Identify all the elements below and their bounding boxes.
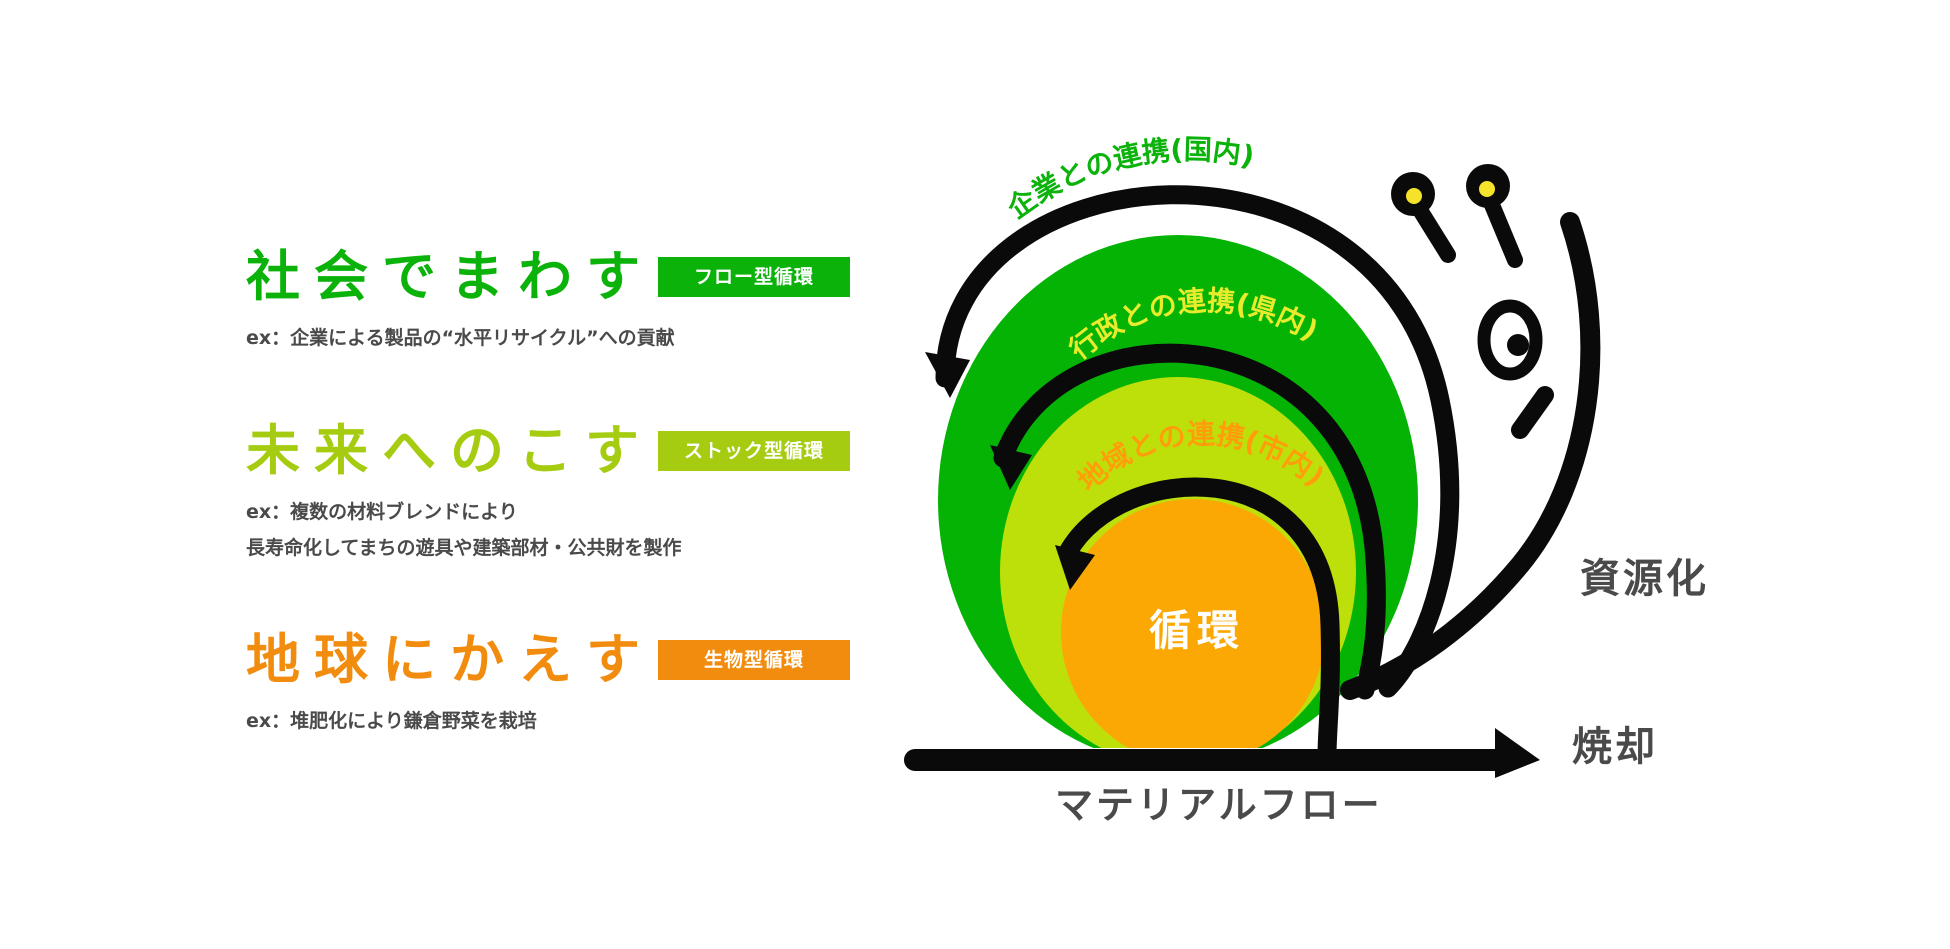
arrowhead-icon	[990, 445, 1032, 490]
material-flow-label: マテリアルフロー	[1055, 783, 1383, 827]
snail-pupil	[1507, 334, 1529, 356]
cycle-flow-tag: フロー型循環	[658, 257, 850, 297]
arrowhead-icon	[1495, 728, 1540, 778]
cycle-flow-title: 社会でまわす	[246, 245, 654, 308]
cycle-bio-title: 地球にかえす	[246, 628, 654, 691]
cycle-stock-tag: ストック型循環	[658, 431, 850, 471]
center-label: 循環	[1149, 606, 1245, 655]
inner-cycle-fill	[1061, 499, 1325, 765]
snail-eye-stalk-icon	[1482, 192, 1523, 268]
cycle-flow-example: ex：企業による製品の“水平リサイクル”への貢献	[246, 327, 675, 349]
snail-eye-stalk-dot	[1406, 188, 1422, 204]
inner-spiral-stroke	[1058, 477, 1340, 765]
cycle-stock-example-line-1: ex：複数の材料ブレンドにより	[246, 501, 518, 523]
cycle-bio-block: 地球にかえす 生物型循環 ex：堆肥化により鎌倉野菜を栽培	[246, 625, 850, 739]
outer-arc-label: 企業との連携(国内)	[1001, 133, 1257, 225]
snail-eye-stalk-icon	[1412, 202, 1456, 263]
outer-spiral-stroke	[935, 185, 1460, 698]
cycle-flow-block: 社会でまわす フロー型循環 ex：企業による製品の“水平リサイクル”への貢献	[246, 242, 850, 356]
resource-label: 資源化	[1580, 556, 1709, 602]
cycle-stock-title: 未来へのこす	[246, 419, 653, 482]
arrowhead-icon	[1055, 545, 1095, 590]
cycle-bio-tag: 生物型循環	[658, 640, 850, 680]
cycle-bio-heading: 地球にかえす 生物型循環	[246, 625, 850, 695]
snail-mouth-stroke	[1511, 386, 1554, 439]
cycle-stock-block: 未来へのこす ストック型循環 ex：複数の材料ブレンドにより 長寿命化してまちの…	[246, 416, 850, 566]
middle-spiral-stroke	[993, 343, 1386, 700]
cycle-bio-example: ex：堆肥化により鎌倉野菜を栽培	[246, 710, 537, 732]
snail-eye-stalk-dot	[1479, 181, 1495, 197]
cycle-flow-heading: 社会でまわす フロー型循環	[246, 242, 850, 312]
outer-arc-label-text: 企業との連携(国内)	[1001, 133, 1257, 225]
snail-body-stroke	[1340, 212, 1601, 700]
cycle-stock-example-line-2: 長寿命化してまちの遊具や建築部材・公共財を製作	[246, 537, 682, 559]
cycle-stock-heading: 未来へのこす ストック型循環	[246, 416, 850, 486]
arrowhead-icon	[925, 352, 970, 398]
incineration-label: 焼却	[1572, 724, 1658, 770]
